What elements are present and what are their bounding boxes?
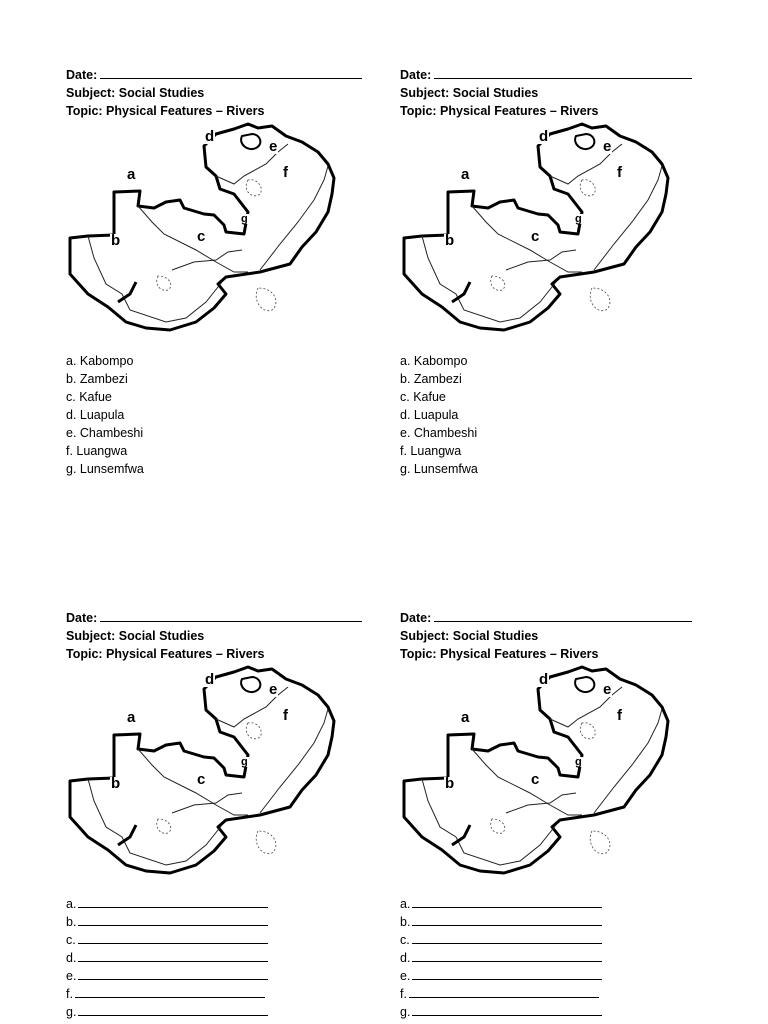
list-item: b. Zambezi — [66, 372, 128, 386]
subject-line: Subject: Social Studies — [400, 629, 539, 643]
map-label-g: g — [240, 756, 249, 768]
answer-key-list: a. Kabompo b. Zambezi c. Kafue d. Luapul… — [400, 352, 478, 478]
subject-line: Subject: Social Studies — [66, 629, 205, 643]
map-label-g: g — [574, 756, 583, 768]
worksheet-top-left: Date: Subject: Social Studies Topic: Phy… — [66, 66, 386, 476]
map-label-e: e — [602, 138, 613, 155]
topic-line: Topic: Physical Features – Rivers — [66, 104, 265, 118]
worksheet-bottom-right: Date: Subject: Social Studies Topic: Phy… — [400, 609, 720, 1019]
list-item: g. Lunsemfwa — [400, 462, 478, 476]
answer-blank-list: a. b. c. d. e. f. g. — [400, 895, 603, 1021]
map-label-d: d — [204, 671, 216, 688]
map-label-e: e — [602, 681, 613, 698]
date-line: Date: — [400, 609, 720, 627]
topic-line: Topic: Physical Features – Rivers — [400, 647, 599, 661]
answer-blank-a[interactable]: a. — [400, 895, 603, 913]
answer-blank-f[interactable]: f. — [400, 985, 602, 1003]
list-item: c. Kafue — [400, 390, 446, 404]
answer-blank-e[interactable]: e. — [400, 967, 603, 985]
list-item: d. Luapula — [400, 408, 459, 422]
list-item: f. Luangwa — [400, 444, 462, 458]
map-label-a: a — [126, 709, 137, 726]
subject-line: Subject: Social Studies — [66, 86, 205, 100]
map-label-f: f — [282, 707, 289, 724]
map-label-e: e — [268, 138, 279, 155]
answer-blank-list: a. b. c. d. e. f. g. — [66, 895, 269, 1021]
list-item: a. Kabompo — [400, 354, 468, 368]
zambia-outline — [402, 665, 670, 875]
map-label-g: g — [240, 213, 249, 225]
answer-blank-b[interactable]: b. — [400, 913, 603, 931]
map-label-f: f — [282, 164, 289, 181]
map-label-d: d — [204, 128, 216, 145]
map-label-c: c — [530, 228, 541, 245]
answer-blank-b[interactable]: b. — [66, 913, 269, 931]
date-line: Date: — [66, 609, 386, 627]
topic-line: Topic: Physical Features – Rivers — [400, 104, 599, 118]
map-label-c: c — [196, 771, 207, 788]
zambia-river-map: a b c d e f g — [66, 665, 338, 875]
date-line: Date: — [400, 66, 720, 84]
subject-line: Subject: Social Studies — [400, 86, 539, 100]
answer-blank-a[interactable]: a. — [66, 895, 269, 913]
zambia-river-map: a b c d e f g — [400, 665, 672, 875]
map-label-f: f — [616, 164, 623, 181]
list-item: c. Kafue — [66, 390, 112, 404]
map-label-c: c — [530, 771, 541, 788]
list-item: f. Luangwa — [66, 444, 128, 458]
answer-key-list: a. Kabompo b. Zambezi c. Kafue d. Luapul… — [66, 352, 144, 478]
worksheet-top-right: Date: Subject: Social Studies Topic: Phy… — [400, 66, 720, 476]
map-label-d: d — [538, 671, 550, 688]
zambia-river-map: a b c d e f g — [400, 122, 672, 332]
date-blank — [100, 610, 363, 622]
zambia-outline — [402, 122, 670, 332]
map-label-e: e — [268, 681, 279, 698]
answer-blank-g[interactable]: g. — [400, 1003, 603, 1021]
map-label-b: b — [444, 775, 456, 792]
answer-blank-d[interactable]: d. — [66, 949, 269, 967]
answer-blank-c[interactable]: c. — [66, 931, 268, 949]
answer-blank-c[interactable]: c. — [400, 931, 602, 949]
list-item: a. Kabompo — [66, 354, 134, 368]
list-item: g. Lunsemfwa — [66, 462, 144, 476]
map-label-b: b — [110, 232, 122, 249]
worksheet-bottom-left: Date: Subject: Social Studies Topic: Phy… — [66, 609, 386, 1019]
list-item: e. Chambeshi — [66, 426, 144, 440]
date-line: Date: — [66, 66, 386, 84]
map-label-b: b — [110, 775, 122, 792]
topic-line: Topic: Physical Features – Rivers — [66, 647, 265, 661]
map-label-a: a — [460, 709, 471, 726]
map-label-g: g — [574, 213, 583, 225]
list-item: b. Zambezi — [400, 372, 462, 386]
answer-blank-e[interactable]: e. — [66, 967, 269, 985]
list-item: d. Luapula — [66, 408, 125, 422]
date-blank — [434, 610, 693, 622]
map-label-b: b — [444, 232, 456, 249]
zambia-river-map: a b c d e f g — [66, 122, 338, 332]
map-label-f: f — [616, 707, 623, 724]
answer-blank-g[interactable]: g. — [66, 1003, 269, 1021]
list-item: e. Chambeshi — [400, 426, 478, 440]
map-label-d: d — [538, 128, 550, 145]
answer-blank-f[interactable]: f. — [66, 985, 268, 1003]
date-blank — [100, 67, 363, 79]
map-label-a: a — [126, 166, 137, 183]
zambia-outline — [68, 665, 336, 875]
zambia-outline — [68, 122, 336, 332]
answer-blank-d[interactable]: d. — [400, 949, 603, 967]
date-blank — [434, 67, 693, 79]
map-label-c: c — [196, 228, 207, 245]
map-label-a: a — [460, 166, 471, 183]
